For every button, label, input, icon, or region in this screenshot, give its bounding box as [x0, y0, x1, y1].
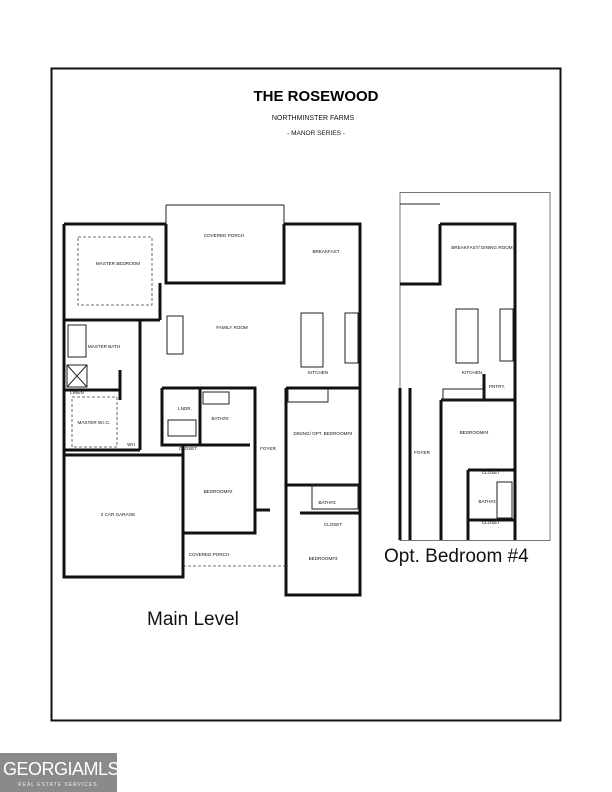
room-closet: CLOSET: [179, 446, 198, 451]
room-dining-opt-bedroom4: DINING/ OPT. BEDROOM#4: [294, 431, 353, 436]
room-foyer: FOYER: [260, 446, 277, 451]
room-master-bath: MASTER BATH: [88, 344, 120, 349]
main-level-caption: Main Level: [147, 609, 239, 630]
opt-bedroom4-plan: [398, 192, 551, 541]
georgia-mls-logo: GEORGIAMLS REAL ESTATE SERVICES: [0, 753, 120, 792]
room-garage: 2 CAR GARAGE: [101, 512, 135, 517]
page-frame: [50, 67, 562, 722]
logo-tagline: REAL ESTATE SERVICES: [18, 782, 98, 788]
logo-name: GEORGIAMLS: [3, 759, 120, 779]
room-closet3: CLOSET: [324, 522, 343, 527]
plan-title: THE ROSEWOOD: [253, 88, 378, 105]
opt-room-breakfast: BREAKFAST/ DINING ROOM: [451, 245, 512, 250]
opt-room-bedroom4: BEDROOM#4: [460, 430, 489, 435]
room-bedroom2: BEDROOM#2: [204, 489, 233, 494]
room-family-room: FAMILY ROOM: [216, 325, 248, 330]
main-level-plan: [62, 204, 362, 597]
opt-bedroom4-caption: Opt. Bedroom #4: [384, 546, 529, 567]
opt-room-kitchen: KITCHEN: [462, 370, 482, 375]
room-covered-porch-front: COVERED PORCH: [189, 552, 230, 557]
community-name: NORTHMINSTER FARMS: [272, 115, 355, 122]
room-laundry: LNDR.: [178, 406, 192, 411]
opt-room-closet-a: CLOSET: [482, 470, 501, 475]
room-bath2: BATH#2: [211, 416, 228, 421]
room-master-wic: MASTER W.I.C.: [78, 420, 111, 425]
room-bath3: BATH#3: [318, 500, 335, 505]
room-covered-porch-rear: COVERED PORCH: [204, 233, 245, 238]
room-breakfast: BREAKFAST: [312, 249, 339, 254]
opt-room-pantry: PNTRY.: [489, 384, 505, 389]
room-bedroom3: BEDROOM#3: [309, 556, 338, 561]
room-kitchen: KITCHEN: [308, 370, 328, 375]
opt-room-bath3: BATH#3: [478, 499, 495, 504]
opt-room-closet-b: CLOSET: [482, 520, 501, 525]
opt-room-foyer: FOYER: [414, 450, 431, 455]
room-linen: LINEN: [70, 390, 84, 395]
water-heater: WH: [127, 442, 135, 447]
series-name: - MANOR SERIES -: [287, 130, 345, 137]
room-master-bedroom: MASTER BEDROOM: [96, 261, 140, 266]
